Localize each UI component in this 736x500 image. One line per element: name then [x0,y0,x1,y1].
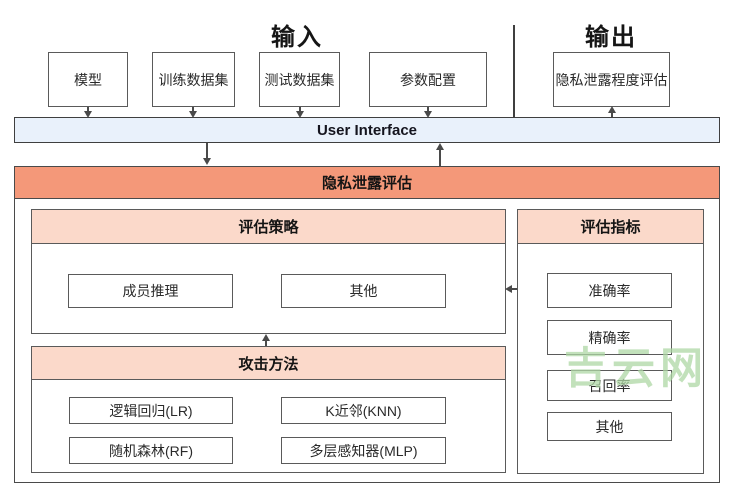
input-section-title: 输入 [271,24,323,51]
metrics-panel: 评估指标 准确率 精确率 召回率 其他 [517,209,704,474]
metrics-box-recall: 召回率 [547,370,672,401]
attack-panel-title: 攻击方法 [238,355,299,373]
arrow-head-param-to-ui [424,111,432,118]
arrow-line-ui-to-main [206,143,208,161]
arrow-head-attack-to-strategy [262,334,270,341]
arrow-line-attack-to-strategy [265,339,267,351]
input-box-model: 模型 [48,52,128,107]
strategy-panel-title: 评估策略 [238,219,299,236]
arrow-head-train-to-ui [189,111,197,118]
metrics-box-accuracy: 准确率 [547,273,672,308]
privacy-evaluation-title: 隐私泄露评估 [321,175,412,192]
metrics-panel-title: 评估指标 [580,219,641,236]
strategy-box-other: 其他 [281,274,446,308]
arrow-head-model-to-ui [84,111,92,118]
input-box-training-dataset: 训练数据集 [152,52,235,107]
attack-panel: 攻击方法 逻辑回归(LR) K近邻(KNN) 随机森林(RF) 多层感知器(ML… [31,346,506,473]
metrics-panel-header: 评估指标 [518,210,703,244]
metrics-box-other: 其他 [547,412,672,441]
attack-box-knn: K近邻(KNN) [281,397,446,424]
input-box-parameter-config: 参数配置 [369,52,487,107]
metrics-box-precision: 精确率 [547,320,672,355]
arrow-head-ui-to-output [608,106,616,113]
arrow-line-ui-to-output [611,109,613,117]
user-interface-label: User Interface [316,121,418,139]
input-output-divider [513,25,515,117]
arrow-head-metrics-to-strategy [505,285,512,293]
strategy-box-membership-inference: 成员推理 [68,274,233,308]
privacy-evaluation-container: 隐私泄露评估 评估策略 成员推理 其他 攻击方法 逻辑回归(LR) K近邻(KN… [14,166,720,483]
output-section-title: 输出 [585,24,637,51]
user-interface-bar: User Interface [14,117,720,143]
strategy-panel-header: 评估策略 [32,210,505,244]
attack-box-logistic-regression: 逻辑回归(LR) [69,397,233,424]
arrow-line-main-to-ui [439,149,441,166]
attack-panel-header: 攻击方法 [32,347,505,380]
arrow-line-metrics-to-strategy [510,288,519,290]
strategy-panel: 评估策略 成员推理 其他 [31,209,506,334]
arrow-head-main-to-ui [436,143,444,150]
input-box-test-dataset: 测试数据集 [259,52,340,107]
attack-box-mlp: 多层感知器(MLP) [281,437,446,464]
output-box-privacy-leakage-degree: 隐私泄露程度评估 [553,52,670,107]
privacy-evaluation-header: 隐私泄露评估 [15,167,719,199]
arrow-head-ui-to-main [203,158,211,165]
arrow-head-test-to-ui [296,111,304,118]
attack-box-random-forest: 随机森林(RF) [69,437,233,464]
